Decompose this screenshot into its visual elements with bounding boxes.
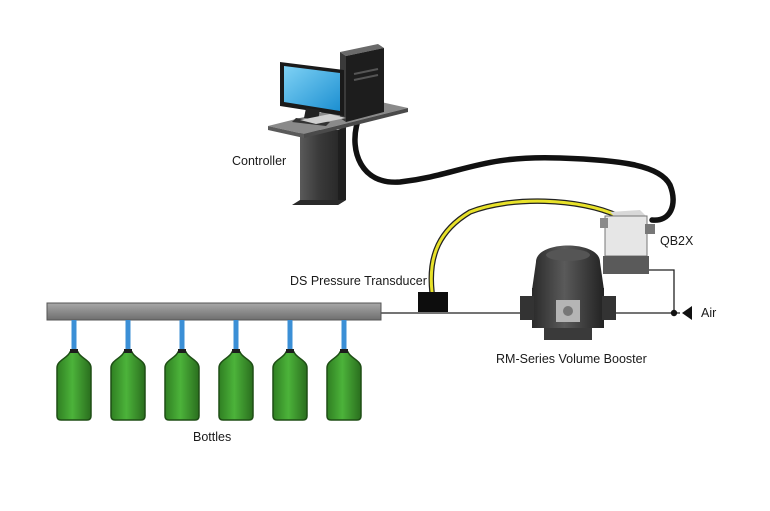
controller-computer-icon bbox=[268, 44, 408, 205]
bottle-icon bbox=[272, 320, 308, 421]
volume-booster-icon bbox=[520, 245, 616, 340]
bottle-icon bbox=[110, 320, 146, 421]
air-inlet-icon bbox=[670, 306, 692, 320]
ds-transducer-icon bbox=[418, 292, 448, 312]
bottle-icon bbox=[326, 320, 362, 421]
qb2x-icon bbox=[600, 210, 655, 274]
bottles-label: Bottles bbox=[193, 430, 232, 444]
bottles-group bbox=[56, 320, 362, 421]
bottle-icon bbox=[56, 320, 92, 421]
qb2x-label: QB2X bbox=[660, 234, 694, 248]
bottle-icon bbox=[218, 320, 254, 421]
manifold-bar bbox=[46, 302, 382, 321]
ds-transducer-label: DS Pressure Transducer bbox=[290, 274, 427, 288]
volume-booster-label: RM-Series Volume Booster bbox=[496, 352, 647, 366]
bottle-icon bbox=[164, 320, 200, 421]
qb2x-air-line bbox=[640, 269, 675, 313]
controller-label: Controller bbox=[232, 154, 287, 168]
controller-cable bbox=[352, 121, 676, 223]
air-label: Air bbox=[701, 306, 717, 320]
